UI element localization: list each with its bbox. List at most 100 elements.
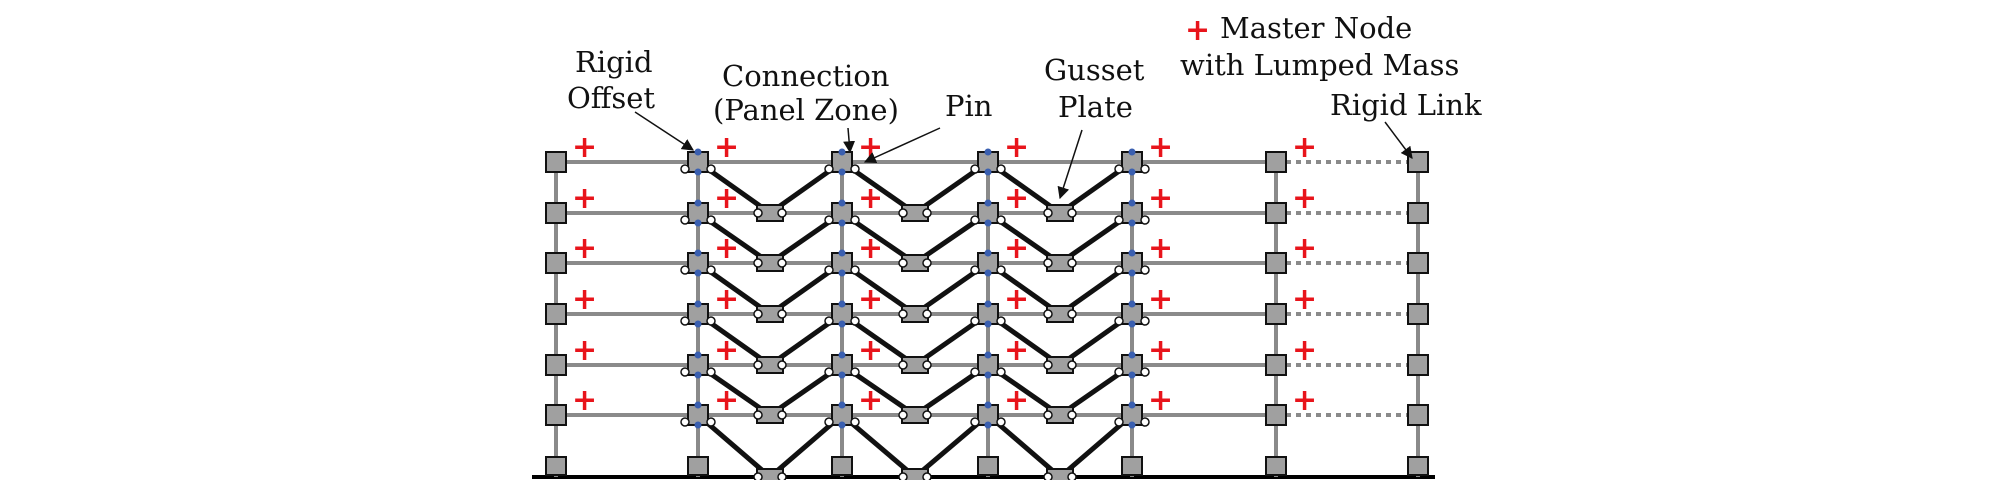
panel-zone-spring bbox=[694, 148, 702, 156]
brace-end-pin bbox=[680, 417, 690, 427]
pin-node bbox=[898, 410, 908, 420]
panel-zone bbox=[1265, 303, 1287, 325]
pin-node bbox=[1067, 360, 1077, 370]
connection-node-col-1-floor-5 bbox=[545, 354, 567, 376]
brace-end-pin bbox=[680, 316, 690, 326]
brace-end-pin bbox=[850, 417, 860, 427]
connection-node-col-1-floor-4 bbox=[545, 303, 567, 325]
brace-end-pin bbox=[680, 265, 690, 275]
brace-end-pin bbox=[824, 164, 834, 174]
panel-zone bbox=[1265, 354, 1287, 376]
panel-zone bbox=[1407, 354, 1429, 376]
connection-node-col-7-floor-3 bbox=[1407, 252, 1429, 274]
connection-node-col-5-floor-1 bbox=[1121, 148, 1143, 176]
brace-end-pin bbox=[970, 265, 980, 275]
connection-node-col-5-floor-6 bbox=[1121, 401, 1143, 429]
panel-zone bbox=[1407, 151, 1429, 173]
gusset-plate-bay-3-level-6 bbox=[1043, 468, 1077, 480]
master-node-marker: + bbox=[572, 231, 597, 266]
master-node-marker: + bbox=[1148, 231, 1173, 266]
brace-end-pin bbox=[970, 215, 980, 225]
panel-zone-spring bbox=[1128, 401, 1136, 409]
pin-node bbox=[1067, 472, 1077, 480]
brace-end-pin bbox=[1140, 367, 1150, 377]
brace-end-pin bbox=[1140, 316, 1150, 326]
master-node-marker: + bbox=[1148, 130, 1173, 165]
pin-node bbox=[753, 258, 763, 268]
panel-zone bbox=[1407, 202, 1429, 224]
connection-node-col-3-floor-5 bbox=[831, 351, 853, 379]
pin-node bbox=[922, 208, 932, 218]
label-connection-line1: Connection bbox=[722, 59, 889, 93]
master-node-marker: + bbox=[1292, 333, 1317, 368]
connection-node-col-5-floor-4 bbox=[1121, 300, 1143, 328]
master-node-marker: + bbox=[572, 333, 597, 368]
panel-zone-spring bbox=[838, 168, 846, 176]
pin-node bbox=[1067, 208, 1077, 218]
connection-node-col-2-floor-5 bbox=[687, 351, 709, 379]
panel-zone-spring bbox=[694, 219, 702, 227]
panel-zone-spring bbox=[984, 168, 992, 176]
connection-node-col-5-floor-2 bbox=[1121, 199, 1143, 227]
panel-zone bbox=[1407, 404, 1429, 426]
pin-node bbox=[1043, 360, 1053, 370]
pin-node bbox=[777, 258, 787, 268]
panel-zone-spring bbox=[984, 219, 992, 227]
pin-node bbox=[1043, 208, 1053, 218]
panel-zone-spring bbox=[984, 199, 992, 207]
panel-zone bbox=[1265, 404, 1287, 426]
panel-zone-spring bbox=[694, 300, 702, 308]
panel-zone-spring bbox=[838, 249, 846, 257]
gusset-plate-bay-2-level-6 bbox=[898, 468, 932, 480]
master-node-marker: + bbox=[1148, 383, 1173, 418]
brace-end-pin bbox=[970, 417, 980, 427]
master-node-marker: + bbox=[572, 282, 597, 317]
master-node-marker: + bbox=[1004, 333, 1029, 368]
panel-zone-spring bbox=[984, 300, 992, 308]
brace-end-pin bbox=[996, 164, 1006, 174]
pin-node bbox=[922, 309, 932, 319]
master-node-marker: + bbox=[714, 231, 739, 266]
connection-node-col-4-floor-1 bbox=[977, 148, 999, 176]
brace-end-pin bbox=[706, 316, 716, 326]
connection-node-col-5-floor-3 bbox=[1121, 249, 1143, 277]
master-node-marker: + bbox=[858, 231, 883, 266]
pin-node bbox=[1067, 410, 1077, 420]
connection-node-col-2-floor-1 bbox=[687, 148, 709, 176]
brace-end-pin bbox=[706, 215, 716, 225]
pin-node bbox=[777, 472, 787, 480]
connection-node-col-1-floor-3 bbox=[545, 252, 567, 274]
gusset-plate-bay-2-level-3 bbox=[898, 305, 932, 323]
panel-zone-spring bbox=[1128, 219, 1136, 227]
master-node-marker: + bbox=[1292, 181, 1317, 216]
panel-zone-spring bbox=[838, 219, 846, 227]
brace-end-pin bbox=[1114, 316, 1124, 326]
brace-end-pin bbox=[996, 265, 1006, 275]
panel-zone-spring bbox=[838, 300, 846, 308]
legend-master-node-line2: with Lumped Mass bbox=[1180, 48, 1459, 82]
arrow-rigid-link bbox=[1384, 121, 1413, 159]
connection-node-col-7-floor-4 bbox=[1407, 303, 1429, 325]
panel-zone-spring bbox=[984, 351, 992, 359]
gusset-plate-bay-2-level-4 bbox=[898, 356, 932, 374]
connection-node-col-4-floor-6 bbox=[977, 401, 999, 429]
connection-node-col-5-floor-5 bbox=[1121, 351, 1143, 379]
panel-zone-spring bbox=[694, 168, 702, 176]
legend-master-node: + Master Node with Lumped Mass bbox=[1180, 11, 1459, 82]
pin-node bbox=[898, 472, 908, 480]
panel-zone-spring bbox=[694, 421, 702, 429]
brace-end-pin bbox=[970, 367, 980, 377]
master-node-marker: + bbox=[858, 282, 883, 317]
panel-zone-spring bbox=[984, 421, 992, 429]
gusset-plate-bay-1-level-3 bbox=[753, 305, 787, 323]
pin-node bbox=[753, 309, 763, 319]
panel-zone-spring bbox=[984, 320, 992, 328]
panel-zone-spring bbox=[984, 269, 992, 277]
brace-end-pin bbox=[680, 164, 690, 174]
gusset-plate-bay-3-level-2 bbox=[1043, 254, 1077, 272]
label-pin: Pin bbox=[945, 89, 992, 123]
connection-node-col-4-floor-4 bbox=[977, 300, 999, 328]
connection-node-col-7-floor-6 bbox=[1407, 404, 1429, 426]
panel-zone bbox=[1407, 252, 1429, 274]
label-connection-line2: (Panel Zone) bbox=[713, 93, 899, 127]
